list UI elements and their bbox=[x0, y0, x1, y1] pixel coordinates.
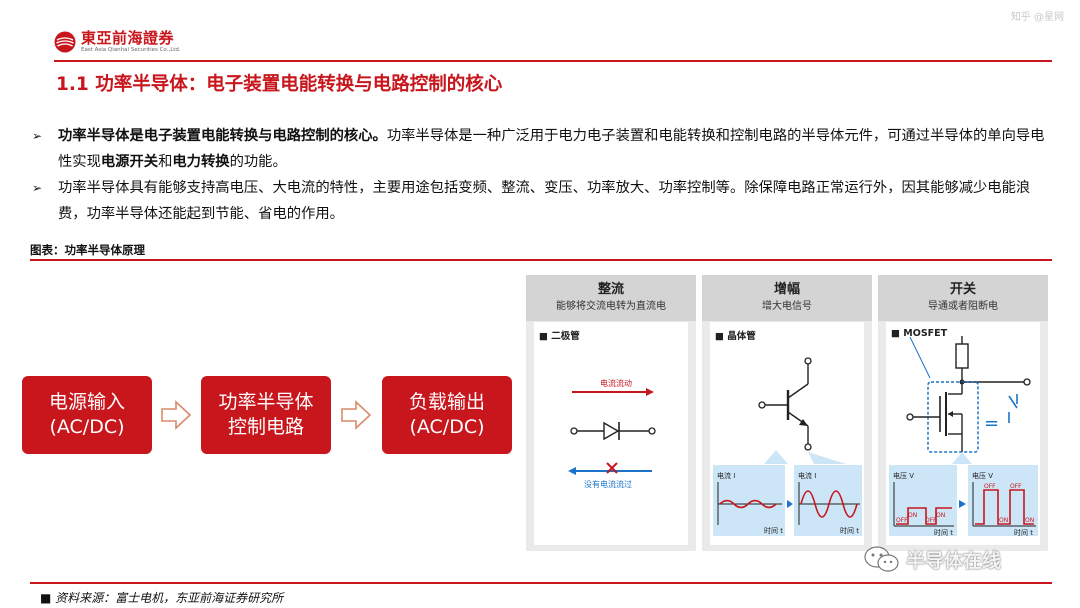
bullet-text: 的功能。 bbox=[229, 154, 287, 170]
component-label: ■ MOSFET bbox=[891, 328, 948, 339]
panel-body: ■ MOSFET = bbox=[886, 322, 1040, 545]
amplified-signal-wave bbox=[800, 490, 858, 518]
flow-arrow-icon bbox=[341, 400, 372, 430]
wechat-icon bbox=[864, 546, 899, 572]
bullet-text: 功率半导体是一种广泛用于电力电子装置和电能转换和控制电路的半导体元件，可通过半导… bbox=[58, 128, 1045, 170]
mosfet-icon bbox=[939, 382, 963, 452]
logo-cn-text: 東亞前海證券 bbox=[81, 29, 175, 47]
bullet-marker-icon: ➢ bbox=[32, 129, 43, 143]
bullet-list: ➢ 功率半导体是电子装置电能转换与电路控制的核心。功率半导体是一种广泛用于电力电… bbox=[30, 123, 1050, 227]
panel-title: 整流 bbox=[597, 282, 624, 297]
terminal-icon bbox=[648, 427, 656, 435]
transistor-diagram: 电流 I 电流 I 时间 t 时间 t bbox=[713, 357, 862, 536]
small-signal-wave bbox=[719, 499, 777, 509]
time-axis-label: 时间 t bbox=[840, 526, 859, 535]
panel-subtitle: 能够将交流电转为直流电 bbox=[556, 301, 666, 312]
off-label: OFF bbox=[896, 517, 908, 524]
bullet-item: ➢ 功率半导体是电子装置电能转换与电路控制的核心。功率半导体是一种广泛用于电力电… bbox=[30, 123, 1050, 175]
diode-diagram: 电流流动 没有电流流过 bbox=[568, 378, 656, 489]
figure-title: 图表：功率半导体原理 bbox=[30, 243, 145, 257]
bullet-emphasis: 电力转换 bbox=[172, 154, 230, 170]
output-waveform-chart bbox=[794, 465, 862, 536]
flow-box-load-output: 负载输出 (AC/DC) bbox=[382, 376, 512, 454]
bullet-marker-icon: ➢ bbox=[32, 181, 43, 195]
current-axis-label: 电流 I bbox=[717, 471, 735, 480]
panel-body: ■ 二极管 电流流动 没有电流流过 bbox=[534, 322, 688, 545]
cross-icon bbox=[606, 462, 618, 474]
bullet-text: 和 bbox=[158, 154, 173, 170]
off-label: OFF bbox=[984, 483, 996, 490]
flow-box-line: (AC/DC) bbox=[409, 416, 485, 438]
transistor-icon bbox=[758, 357, 812, 451]
current-axis-label: 电流 I bbox=[798, 471, 816, 480]
panel-title: 开关 bbox=[949, 282, 976, 297]
diode-icon bbox=[603, 421, 620, 441]
time-axis-label: 时间 t bbox=[764, 526, 783, 535]
watermark-bottom-text: 半导体在线 bbox=[906, 549, 1002, 572]
output-pulse-wave bbox=[975, 489, 1034, 525]
header-divider bbox=[54, 60, 1052, 62]
panel-header: 整流 能够将交流电转为直流电 bbox=[526, 275, 696, 321]
footer-divider bbox=[30, 582, 1052, 584]
on-label: ON bbox=[908, 512, 917, 519]
watermark-text: 知乎 @星网 bbox=[1010, 12, 1064, 23]
watermark-bottom: 半导体在线 bbox=[862, 544, 1001, 574]
figure-divider bbox=[30, 259, 1052, 261]
component-label: ■ 二极管 bbox=[539, 331, 580, 342]
company-logo: 東亞前海證券 East Asia Qianhai Securities Co.,… bbox=[54, 30, 181, 54]
on-label: ON bbox=[999, 517, 1008, 524]
panel-rectification: 整流 能够将交流电转为直流电 ■ 二极管 电流流动 没有电流流过 bbox=[526, 275, 696, 551]
bullet-item: ➢ 功率半导体具有能够支持高电压、大电流的特性，主要用途包括变频、整流、变压、功… bbox=[30, 175, 1050, 227]
on-label: ON bbox=[936, 512, 945, 519]
panel-switch: 开关 导通或者阻断电 ■ MOSFET bbox=[878, 275, 1048, 551]
resistor-icon bbox=[955, 343, 969, 369]
arrow-head-icon bbox=[646, 388, 654, 396]
panel-subtitle: 增大电信号 bbox=[762, 301, 812, 312]
source-note: ■ 资料来源：富士电机，东亚前海证券研究所 bbox=[40, 591, 284, 605]
time-axis-label: 时间 t bbox=[1014, 528, 1033, 537]
page-title: 1.1 功率半导体：电子装置电能转换与电路控制的核心 bbox=[56, 74, 503, 95]
panel-title: 增幅 bbox=[773, 282, 800, 297]
flow-box-line: 控制电路 bbox=[227, 416, 304, 438]
logo-en-text: East Asia Qianhai Securities Co.,Ltd. bbox=[81, 47, 181, 53]
current-flow-label: 电流流动 bbox=[600, 378, 632, 388]
flow-box-line: 电源输入 bbox=[48, 391, 125, 413]
bullet-text: 功率半导体具有能够支持高电压、大电流的特性，主要用途包括变频、整流、变压、功率放… bbox=[58, 180, 1031, 222]
bullet-emphasis: 电源开关 bbox=[100, 154, 159, 170]
panel-header: 增幅 增大电信号 bbox=[702, 275, 872, 321]
gate-pulse-wave bbox=[896, 507, 952, 525]
equals-icon: = bbox=[984, 413, 999, 434]
panel-body: ■ 晶体管 电流 I 电流 I bbox=[710, 322, 864, 545]
panel-header: 开关 导通或者阻断电 bbox=[878, 275, 1048, 321]
arrow-right-icon bbox=[959, 500, 966, 508]
terminal-icon bbox=[570, 427, 578, 435]
flow-box-control-circuit: 功率半导体 控制电路 bbox=[201, 376, 331, 454]
logo-mark-icon bbox=[54, 31, 76, 53]
flow-box-line: 负载输出 bbox=[408, 391, 485, 413]
mosfet-diagram: = 电压 V 电压 V ON ON OFF OFF OFF OFF ON ON … bbox=[889, 336, 1038, 537]
on-label: ON bbox=[1025, 517, 1034, 524]
bullet-lead-text: 功率半导体是电子装置电能转换与电路控制的核心。 bbox=[58, 128, 387, 144]
no-current-label: 没有电流流过 bbox=[584, 479, 632, 489]
voltage-axis-label: 电压 V bbox=[972, 471, 993, 480]
flow-box-line: (AC/DC) bbox=[49, 416, 125, 438]
time-axis-label: 时间 t bbox=[934, 528, 953, 537]
panel-subtitle: 导通或者阻断电 bbox=[928, 301, 998, 312]
panel-amplification: 增幅 增大电信号 ■ 晶体管 电流 I 电流 I bbox=[702, 275, 872, 551]
component-label: ■ 晶体管 bbox=[715, 331, 756, 342]
off-label: OFF bbox=[1010, 483, 1022, 490]
off-label: OFF bbox=[925, 517, 937, 524]
voltage-axis-label: 电压 V bbox=[893, 471, 914, 480]
arrow-right-icon bbox=[787, 500, 793, 508]
flow-box-line: 功率半导体 bbox=[218, 391, 314, 413]
flow-arrow-icon bbox=[161, 400, 192, 430]
flow-box-power-input: 电源输入 (AC/DC) bbox=[22, 376, 152, 454]
